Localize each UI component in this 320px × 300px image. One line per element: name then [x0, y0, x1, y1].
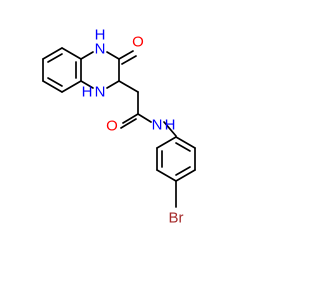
bond [120, 118, 137, 129]
bond-inner [175, 142, 191, 152]
bond [106, 51, 120, 60]
bond [121, 55, 137, 65]
nh-left-h: H [82, 84, 93, 101]
bromine-label: Br [169, 210, 184, 227]
bond [156, 169, 177, 182]
bond [106, 80, 120, 89]
bond [80, 51, 94, 60]
nh-top-n: N [95, 41, 106, 58]
bond [80, 80, 94, 89]
bond [137, 113, 152, 123]
amide-carbonyl-o: O [106, 118, 118, 135]
bond-inner [47, 77, 63, 87]
bond [122, 113, 139, 124]
bond [42, 47, 63, 60]
nh-amide-n: N [152, 117, 163, 134]
bond [61, 80, 82, 93]
bond [175, 136, 196, 149]
nh-amide-h: H [165, 117, 176, 134]
bond-inner [47, 53, 63, 63]
bond [118, 50, 134, 60]
bond [175, 169, 196, 182]
bond [61, 47, 82, 60]
nh-top-h: H [95, 27, 106, 44]
bond [156, 136, 177, 149]
bond [118, 80, 139, 93]
ring-carbonyl-o: O [132, 34, 144, 51]
nh-left-n: N [95, 84, 106, 101]
bond [42, 80, 63, 93]
bond-inner [175, 166, 191, 176]
bond [163, 121, 177, 137]
